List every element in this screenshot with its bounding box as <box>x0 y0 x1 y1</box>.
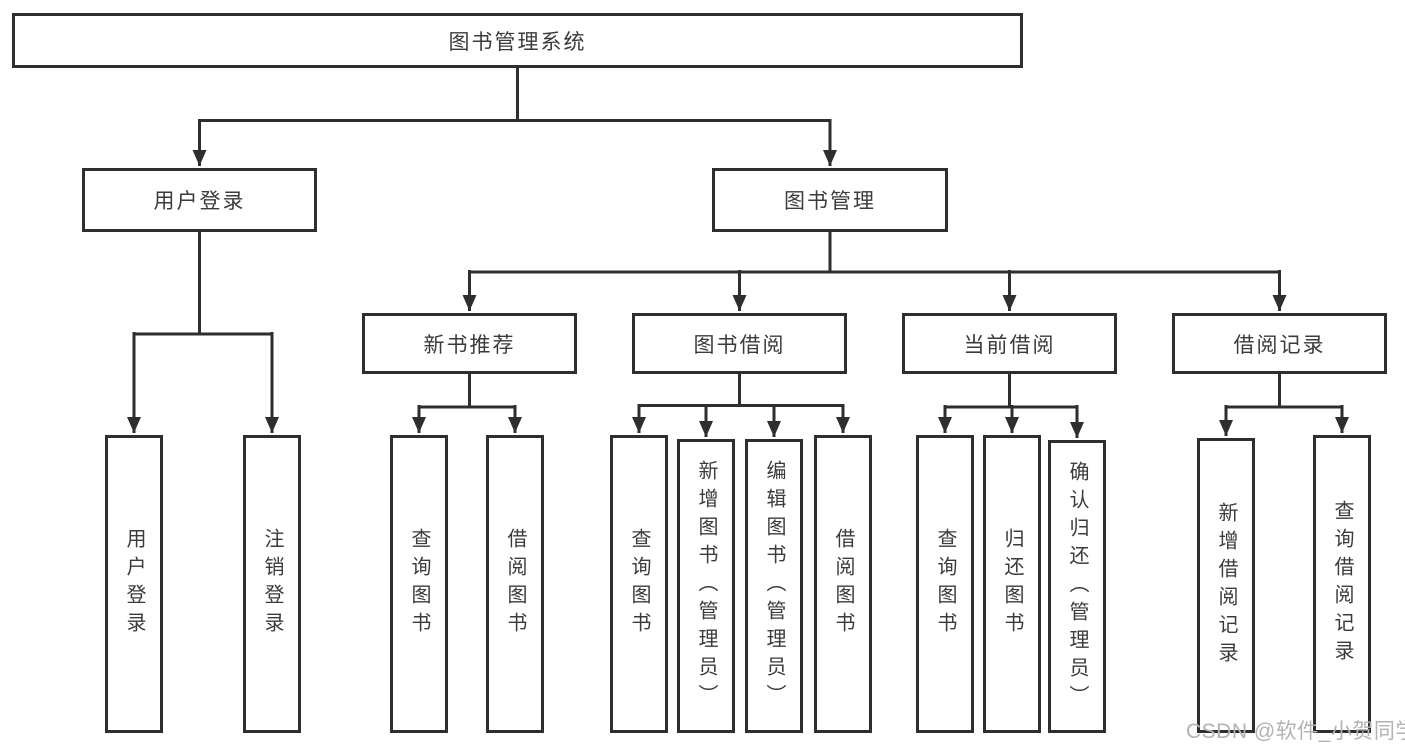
leaf-recommend-query-books: 查询图书 <box>390 435 448 733</box>
leaf-recommend-borrow-books: 借阅图书 <box>486 435 544 733</box>
node-user-login: 用户登录 <box>82 168 317 232</box>
leaf-confirm-return-admin: 确认归还（管理员） <box>1048 440 1106 733</box>
leaf-query-borrowing-record: 查询借阅记录 <box>1313 435 1371 733</box>
leaf-user-login: 用户登录 <box>105 435 163 733</box>
leaf-borrowing-query-books: 查询图书 <box>610 435 668 733</box>
node-book-management: 图书管理 <box>712 168 948 232</box>
csdn-watermark: CSDN @软件_小贺同学 <box>1186 720 1405 743</box>
node-borrowing-records: 借阅记录 <box>1172 313 1387 374</box>
leaf-return-books: 归还图书 <box>983 435 1041 733</box>
node-library-management-system: 图书管理系统 <box>12 13 1023 68</box>
node-book-borrowing: 图书借阅 <box>632 313 847 374</box>
node-current-borrowing: 当前借阅 <box>902 313 1117 374</box>
leaf-current-query-books: 查询图书 <box>916 435 974 733</box>
leaf-add-borrowing-record: 新增借阅记录 <box>1197 438 1255 733</box>
node-new-book-recommendation: 新书推荐 <box>362 313 577 374</box>
leaf-logout: 注销登录 <box>243 435 301 733</box>
leaf-borrowing-borrow-books: 借阅图书 <box>814 435 872 733</box>
leaf-add-book-admin: 新增图书（管理员） <box>677 439 735 733</box>
leaf-edit-book-admin: 编辑图书（管理员） <box>745 439 803 733</box>
